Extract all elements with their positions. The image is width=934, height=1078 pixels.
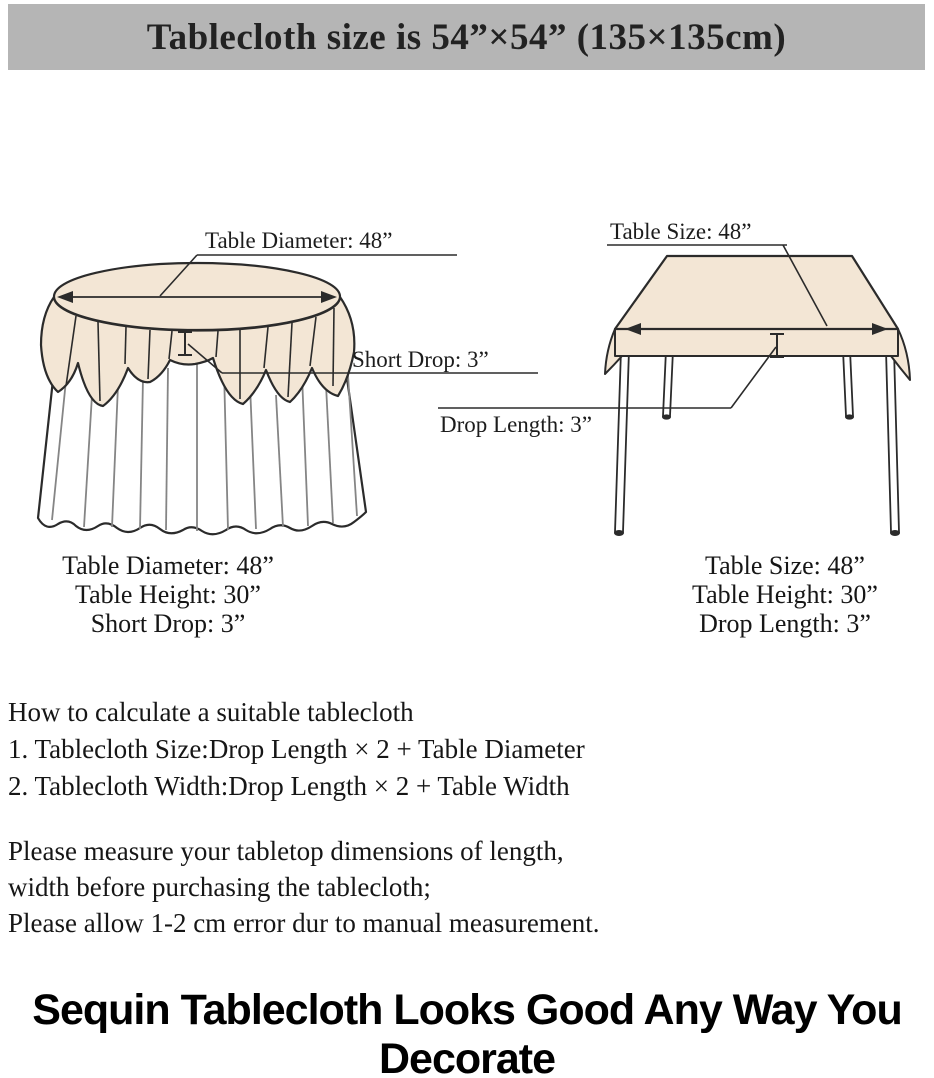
round-short-drop-label: Short Drop: 3” [352,347,489,372]
round-diameter-label: Table Diameter: 48” [205,228,392,253]
rect-table-size-label: Table Size: 48” [610,219,751,244]
footer-headline: Sequin Tablecloth Looks Good Any Way You… [32,986,902,1078]
rect-table-diagram: Table Size: 48” Drop Length: 3” [438,219,911,536]
round-table-specs: Table Diameter: 48” Table Height: 30” Sh… [18,551,318,638]
banner-title: Tablecloth size is 54”×54” (135×135cm) [146,16,787,58]
drop-length-ibeam-icon [770,333,784,358]
round-table-diagram: Table Diameter: 48” Short Drop: 3” [36,228,538,536]
table-legs [614,349,900,533]
spec-line: Table Height: 30” [692,580,878,609]
diameter-arrow-icon [57,291,337,303]
calculation-section: How to calculate a suitable tablecloth 1… [8,694,585,805]
drape-pleat-lines [65,307,335,402]
spec-line: Short Drop: 3” [90,609,246,638]
leader-line-drop-length [438,346,777,409]
rect-drop-length-label: Drop Length: 3” [440,412,592,437]
spec-line: Table Diameter: 48” [62,551,274,580]
leader-line-short-drop [187,343,538,374]
header-banner: Tablecloth size is 54”×54” (135×135cm) [8,4,925,70]
leader-line-table-size [607,244,828,327]
measurement-notes: Please measure your tabletop dimensions … [8,833,600,941]
spec-line: Table Size: 48” [705,551,865,580]
note-line: Please allow 1-2 cm error dur to manual … [8,908,600,938]
tablecloth-size-diagram: Table Diameter: 48” Short Drop: 3” [36,219,911,536]
calc-line-1: 1. Tablecloth Size:Drop Length × 2 + Tab… [8,734,585,764]
rect-table-specs: Table Size: 48” Table Height: 30” Drop L… [635,551,934,638]
note-line: width before purchasing the tablecloth; [8,872,431,902]
calc-heading: How to calculate a suitable tablecloth [8,697,414,727]
short-drop-ibeam-icon [178,331,192,356]
cloth-front-skirt [614,328,899,357]
spec-line: Table Height: 30” [75,580,261,609]
leader-line-diameter [159,254,457,297]
width-arrow-icon [625,323,888,335]
note-line: Please measure your tabletop dimensions … [8,836,564,866]
skirt-pleat-lines [51,362,358,531]
table-leg-feet [614,414,900,536]
calc-line-2: 2. Tablecloth Width:Drop Length × 2 + Ta… [8,771,570,801]
rect-table-top [613,254,900,331]
spec-line: Drop Length: 3” [699,609,871,638]
